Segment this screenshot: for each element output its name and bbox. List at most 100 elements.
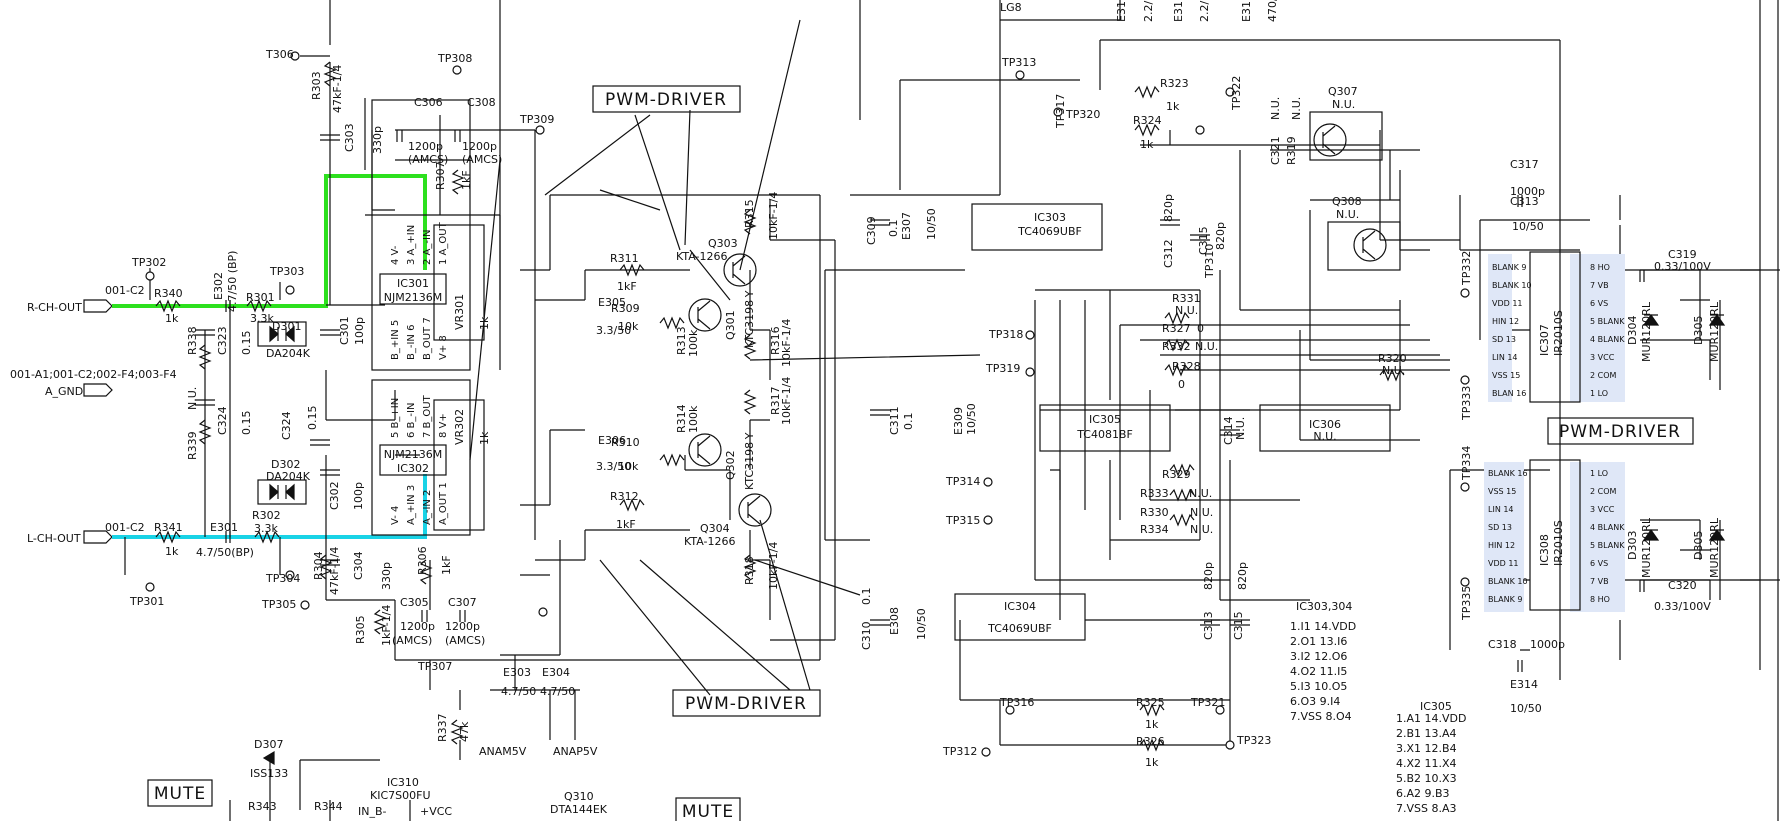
- ic-part: NJM2136M: [384, 448, 442, 461]
- component-ref: C320: [1668, 579, 1697, 592]
- component-ref: Q307: [1328, 85, 1358, 98]
- component-value: N.U.: [1189, 487, 1212, 500]
- pin-table-row: 7.VSS 8.O4: [1290, 710, 1352, 723]
- component-value: 10kF-1/4: [780, 319, 793, 367]
- component-value: 3.3/50: [596, 324, 631, 337]
- component-value: 0.15: [240, 411, 253, 436]
- pin-table-row: 5.I3 10.O5: [1290, 680, 1347, 693]
- pin-label: 2 COM: [1590, 487, 1617, 496]
- pin-label: 8 HO: [1590, 595, 1610, 604]
- ic-part: N.U.: [1313, 430, 1336, 443]
- pin-table-row: 6.A2 9.B3: [1396, 787, 1450, 800]
- ic-ref: IC304: [1004, 600, 1036, 613]
- component-value: 0.33/100V: [1654, 260, 1711, 273]
- r-channel-signal-path: [112, 174, 427, 308]
- pin-label: V- 4: [390, 506, 401, 525]
- diode-symbols: [257, 313, 1726, 766]
- component-ref: ANAM5V: [479, 745, 527, 758]
- pin-table-row: 1.I1 14.VDD: [1290, 620, 1356, 633]
- pin-label: BLANK 16: [1488, 469, 1528, 478]
- ic-part: TC4069UBF: [1017, 225, 1082, 238]
- component-value: 47kF-1/4: [328, 547, 341, 595]
- component-value: ISS133: [250, 767, 288, 780]
- component-value: 1k: [478, 316, 491, 330]
- tp-label: TP315: [945, 514, 980, 527]
- mute-box-1: MUTE: [147, 779, 213, 807]
- tp-label: TP303: [269, 265, 304, 278]
- component-ref: D307: [254, 738, 283, 751]
- component-ref: C304: [352, 551, 365, 580]
- pin-table-row: 3.X1 12.B4: [1396, 742, 1457, 755]
- pwm-driver-box-1: PWM-DRIVER: [592, 85, 741, 113]
- component-value: 10/50: [1510, 702, 1542, 715]
- ic306-body: IC306 N.U.: [1259, 404, 1391, 452]
- component-ref: R315: [743, 199, 756, 228]
- component-value: 1k: [1140, 138, 1154, 151]
- component-value: 10k: [618, 320, 639, 333]
- component-ref: C312: [1162, 239, 1175, 268]
- component-value: 820p: [1236, 562, 1249, 590]
- pin-label: V+ 8: [438, 335, 449, 360]
- component-value: 1k: [1145, 756, 1159, 769]
- component-ref: C323: [216, 326, 229, 355]
- component-ref: D305: [1692, 316, 1705, 345]
- tp-label: TP320: [1065, 108, 1100, 121]
- pin-label: 6 VS: [1590, 299, 1608, 308]
- component-ref: E314: [1510, 678, 1538, 691]
- component-value: 3.3k: [254, 522, 278, 535]
- component-ref: R312: [610, 490, 639, 503]
- component-ref: Q302: [724, 450, 737, 480]
- pin-label: 1 LO: [1590, 389, 1608, 398]
- component-ref: R324: [1133, 114, 1162, 127]
- connector-ref: 001-C2: [105, 521, 145, 534]
- tp-label: TP304: [265, 572, 300, 585]
- component-ref: VR302: [453, 409, 466, 445]
- tp-label: TP321: [1190, 696, 1225, 709]
- component-ref: R316: [769, 326, 782, 355]
- component-ref: R344: [314, 800, 343, 813]
- component-ref: C314: [1222, 416, 1235, 445]
- component-value: KTC3198-Y: [743, 290, 756, 348]
- component-ref: C319: [1668, 248, 1697, 261]
- component-value: N.U.: [1336, 208, 1359, 221]
- component-ref: E307: [900, 212, 913, 240]
- component-value: 100k: [687, 329, 700, 357]
- test-points: [145, 51, 1470, 757]
- component-note: +VCC: [420, 805, 452, 818]
- component-value: 3.3/50: [596, 460, 631, 473]
- component-ref: R323: [1160, 77, 1189, 90]
- pin-label: A_-IN 2: [422, 490, 433, 525]
- component-value: 0: [1178, 378, 1185, 391]
- pin-label: 6 B_-IN: [406, 403, 417, 438]
- ic-part: TC4081BF: [1076, 428, 1133, 441]
- component-ref: C306: [414, 96, 443, 109]
- pin-label: 3 A_+IN: [406, 225, 417, 265]
- component-ref: D301: [272, 320, 301, 333]
- component-ref: C302: [328, 481, 341, 510]
- tp-label: TP305: [261, 598, 296, 611]
- component-value: N.U.: [1195, 340, 1218, 353]
- ic-pin-labels: BLANK 9 BLANK 10 VDD 11 HIN 12 SD 13 LIN…: [1488, 263, 1625, 604]
- component-ref: E31: [1240, 1, 1253, 22]
- component-ref: C303: [343, 123, 356, 152]
- ic304-body: IC304 TC4069UBF: [954, 593, 1086, 641]
- component-value: 100p: [352, 482, 365, 510]
- component-ref: R340: [154, 287, 183, 300]
- pwm-driver-label: PWM-DRIVER: [605, 90, 727, 110]
- pin-label: 4 BLANK: [1590, 523, 1625, 532]
- component-ref: Q303: [708, 237, 738, 250]
- pin-label: 5 B_+IN: [390, 398, 401, 438]
- pin-table-title: IC305: [1420, 700, 1452, 713]
- component-value: 1kF: [440, 555, 453, 575]
- ic307-body: IC307 IR2010S: [1488, 251, 1625, 403]
- pin-label: VDD 11: [1488, 559, 1519, 568]
- component-ref: C318: [1488, 638, 1517, 651]
- component-value: 1kF: [616, 518, 636, 531]
- pin-table-row: 4.X2 11.X4: [1396, 757, 1457, 770]
- component-ref: R305: [354, 615, 367, 644]
- component-ref: C315: [1197, 226, 1210, 255]
- pin-label: BLANK 9: [1492, 263, 1526, 272]
- pin-label: BLAN 16: [1492, 389, 1526, 398]
- pin-label: 7 B_OUT: [422, 394, 433, 438]
